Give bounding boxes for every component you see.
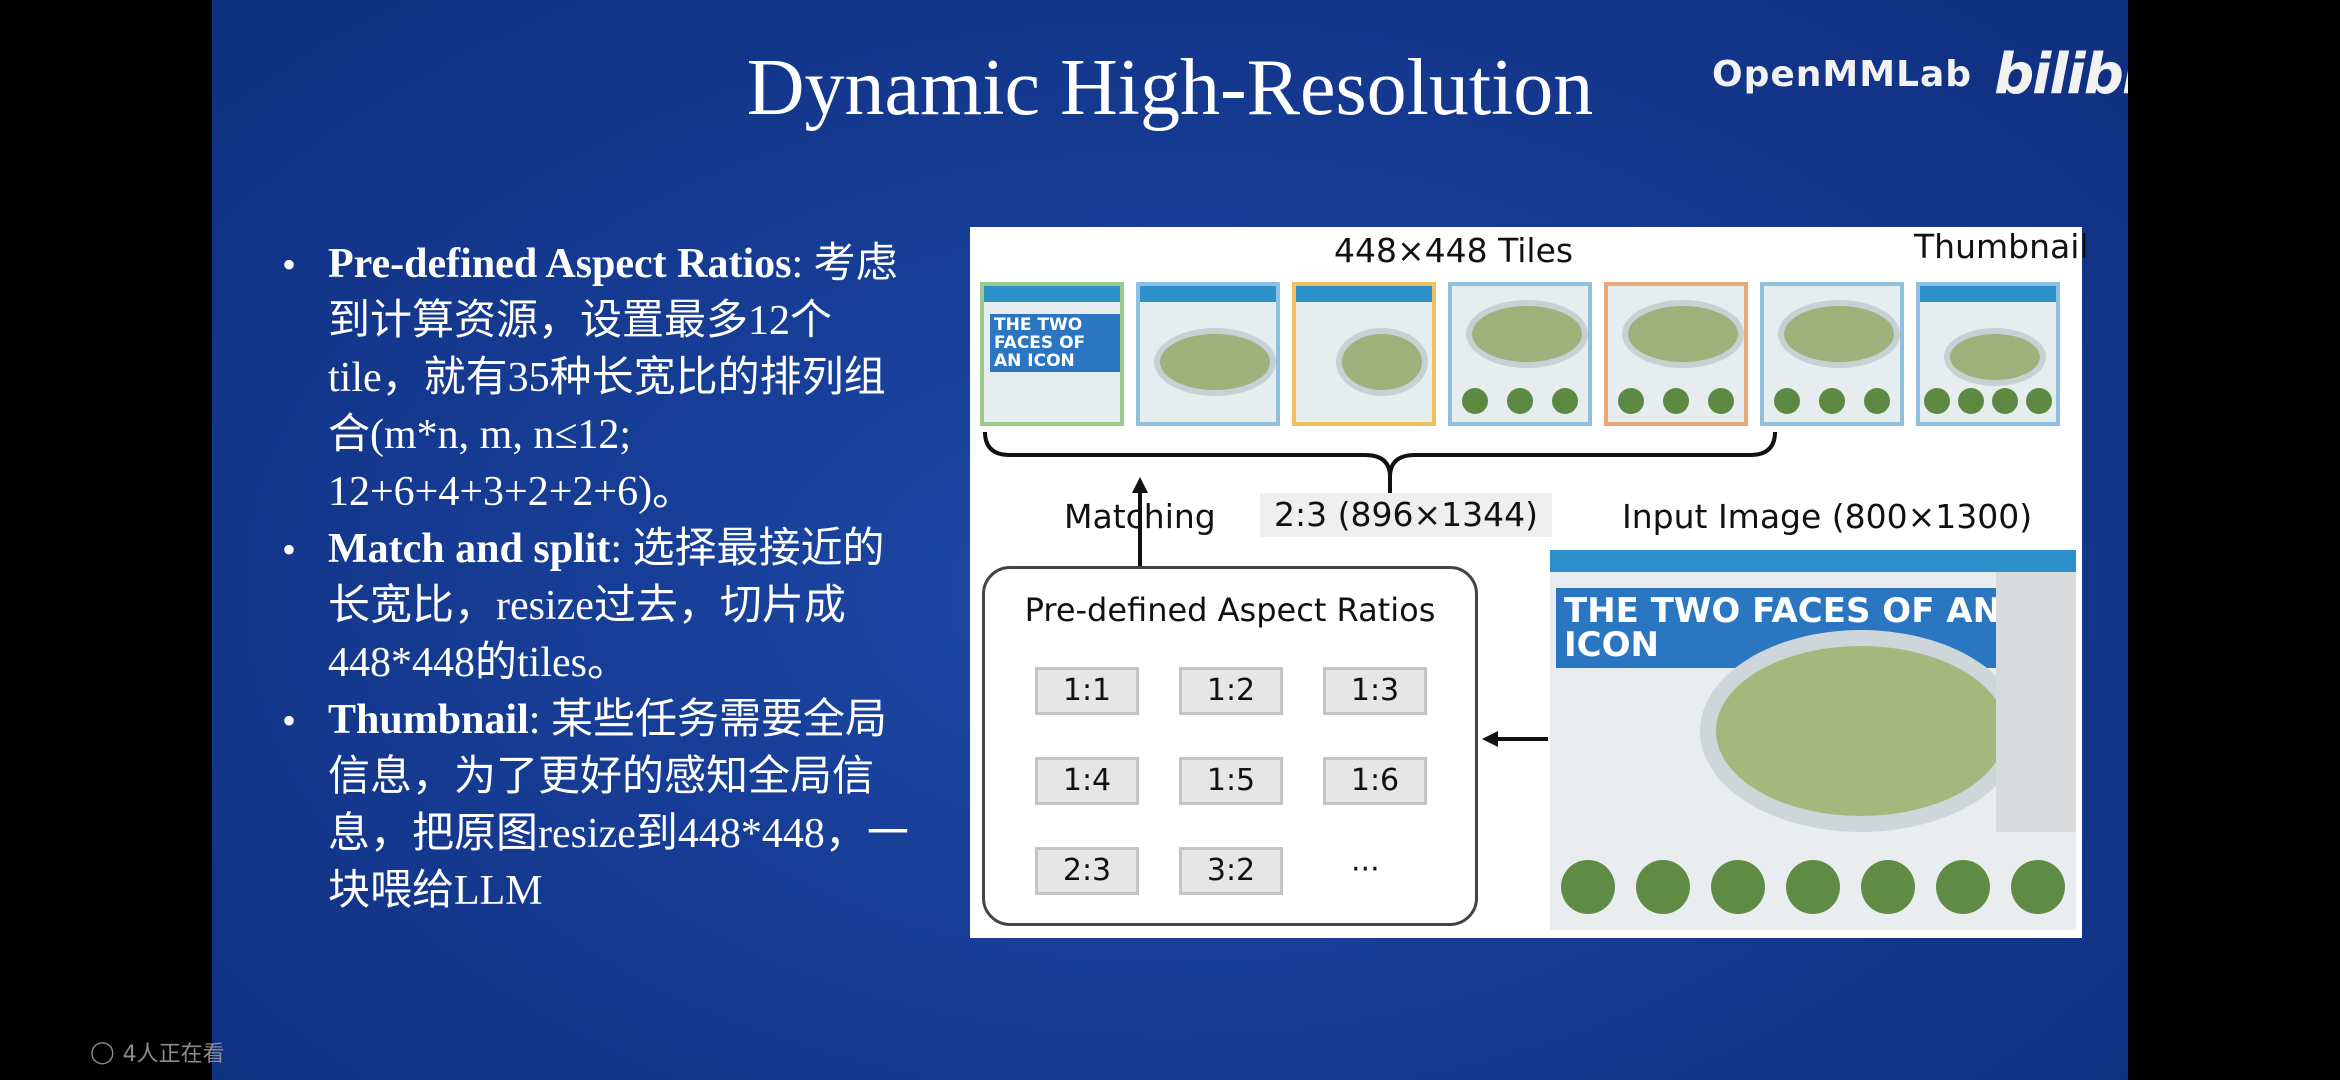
tile-stadium <box>1622 300 1744 368</box>
thumbnail-tile <box>1916 282 2060 426</box>
ratio-2-3: 2:3 <box>1035 847 1139 895</box>
tiles-label: 448×448 Tiles <box>1334 231 1574 270</box>
tile-stadium <box>1466 300 1588 368</box>
tile-4 <box>1448 282 1592 426</box>
bullet-aspect-ratios: Pre-defined Aspect Ratios: 考虑到计算资源，设置最多1… <box>272 236 912 521</box>
bullet-thumbnail: Thumbnail: 某些任务需要全局信息，为了更好的感知全局信息，把原图res… <box>272 692 912 920</box>
diagram-figure: 448×448 Tiles Thumbnail THE TWO FACES OF… <box>970 227 2089 938</box>
ratio-1-4: 1:4 <box>1035 757 1139 805</box>
matching-label: Matching <box>1064 497 1216 536</box>
ratio-1-6: 1:6 <box>1323 757 1427 805</box>
watermark: OpenMMLab bilibili <box>1712 41 2128 107</box>
bullet-head: Match and split <box>328 526 611 572</box>
tile-5 <box>1604 282 1748 426</box>
tile-stadium <box>1778 300 1900 368</box>
up-arrow <box>1132 477 1148 567</box>
bullet-body: : 考虑到计算资源，设置最多12个tile，就有35种长宽比的排列组合(m*n,… <box>328 241 898 515</box>
ratio-1-5: 1:5 <box>1179 757 1283 805</box>
tile-3 <box>1292 282 1436 426</box>
bullet-body: : 某些任务需要全局信息，为了更好的感知全局信息，把原图resize到448*4… <box>328 697 909 914</box>
image-sidebar <box>1996 572 2076 832</box>
input-image: THE TWO FACES OF AN ICON <box>1550 550 2076 930</box>
openmmlab-logo: OpenMMLab <box>1712 53 1973 95</box>
image-stadium <box>1700 630 2022 832</box>
viewers-icon: ◯ <box>90 1039 115 1065</box>
tile-band <box>1140 286 1276 302</box>
tile-band <box>1296 286 1432 302</box>
tile-circles <box>1608 388 1744 416</box>
tile-stadium <box>1154 328 1276 396</box>
bullet-match-split: Match and split: 选择最接近的长宽比，resize过去，切片成4… <box>272 521 912 692</box>
bilibili-logo: bilibili <box>1994 41 2128 107</box>
tile-2 <box>1136 282 1280 426</box>
tile-circles <box>1452 388 1588 416</box>
ratio-3-2: 3:2 <box>1179 847 1283 895</box>
aspect-ratio-panel: Pre-defined Aspect Ratios 1:1 1:2 1:3 1:… <box>982 566 1478 926</box>
slide: Dynamic High-Resolution OpenMMLab bilibi… <box>212 0 2128 1080</box>
curly-brace-arrow <box>983 431 1777 525</box>
tile-band <box>984 286 1120 302</box>
ratio-ellipsis: ··· <box>1351 852 1380 887</box>
bullet-head: Pre-defined Aspect Ratios <box>328 241 792 287</box>
bullet-head: Thumbnail <box>328 697 529 743</box>
panel-title: Pre-defined Aspect Ratios <box>1024 591 1436 629</box>
bullet-body: : 选择最接近的长宽比，resize过去，切片成448*448的tiles。 <box>328 526 885 686</box>
thumbnail-label: Thumbnail <box>1914 227 2089 266</box>
tile-circles <box>1764 388 1900 416</box>
matched-ratio-label: 2:3 (896×1344) <box>1260 493 1552 537</box>
tile-headline: THE TWO FACES OF AN ICON <box>990 314 1120 372</box>
tile-circles <box>1920 388 2056 416</box>
ratio-1-2: 1:2 <box>1179 667 1283 715</box>
ratio-1-1: 1:1 <box>1035 667 1139 715</box>
tile-1: THE TWO FACES OF AN ICON <box>980 282 1124 426</box>
input-image-label: Input Image (800×1300) <box>1622 497 2033 536</box>
tile-stadium <box>1336 328 1428 396</box>
ratio-1-3: 1:3 <box>1323 667 1427 715</box>
bullet-list: Pre-defined Aspect Ratios: 考虑到计算资源，设置最多1… <box>272 236 912 920</box>
image-stadium-row <box>1550 860 2076 920</box>
tile-stadium <box>1944 328 2046 386</box>
image-topbar <box>1550 550 2076 572</box>
tile-6 <box>1760 282 1904 426</box>
viewer-count-text: 4人正在看 <box>122 1042 225 1067</box>
slide-title: Dynamic High-Resolution <box>746 44 1594 132</box>
tile-band <box>1920 286 2056 302</box>
viewer-count: ◯ 4人正在看 <box>90 1036 225 1068</box>
left-arrow <box>1482 731 1548 747</box>
